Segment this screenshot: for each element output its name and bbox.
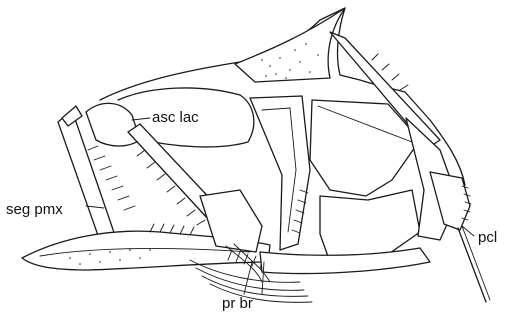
leader-asc-lac: [132, 118, 150, 120]
premaxilla-tip: [62, 106, 82, 126]
label-seg-pmx: seg pmx: [6, 201, 63, 218]
label-pr-br: pr br: [222, 295, 253, 312]
label-pcl: pcl: [478, 229, 497, 246]
crest-spine: [235, 8, 345, 82]
leader-pr-br-1: [244, 262, 252, 294]
lachrymal-bone: [86, 103, 140, 146]
label-asc-lac: asc lac: [152, 109, 199, 126]
